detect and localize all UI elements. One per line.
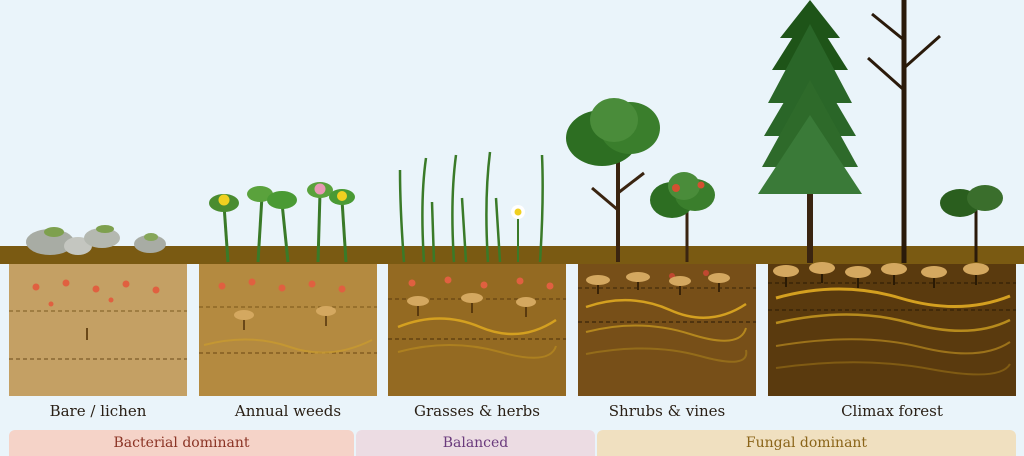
annual-weeds <box>209 182 355 263</box>
bacteria-dots-bare <box>32 279 160 307</box>
band-fungal-dominant: Fungal dominant <box>597 430 1016 456</box>
stage-label-shrubs-vines: Shrubs & vines <box>608 402 726 420</box>
fungal-hypha <box>585 347 748 363</box>
bare-deciduous-tree <box>867 0 941 263</box>
soil-panel-shrubs <box>578 264 756 396</box>
lichen-rocks <box>26 225 166 255</box>
fungal-hypha <box>775 361 1011 376</box>
stage-label-climax-forest: Climax forest <box>841 402 943 420</box>
stage-label-annual-weeds: Annual weeds <box>234 402 342 420</box>
band-bacterial-dominant: Bacterial dominant <box>9 430 354 456</box>
mushroom-cluster <box>234 306 336 330</box>
small-tree <box>940 185 1003 262</box>
fungal-hypha <box>775 313 1011 333</box>
mushroom-cluster <box>586 272 730 295</box>
stage-label-grasses-herbs: Grasses & herbs <box>414 402 540 420</box>
fungal-hypha <box>585 324 747 342</box>
fungal-hypha <box>397 317 557 336</box>
conifer-tree <box>758 0 862 263</box>
daisy-icon <box>511 205 525 262</box>
bacteria-dots-weeds <box>218 278 346 293</box>
mushroom-cluster <box>773 262 989 288</box>
shrub-tree <box>566 98 660 262</box>
flower-icon <box>337 191 347 201</box>
band-balanced: Balanced <box>356 430 595 456</box>
mushroom-cluster <box>407 293 536 317</box>
topsoil-strip <box>0 246 1024 264</box>
flower-icon <box>314 183 326 195</box>
fungal-hypha <box>585 299 747 319</box>
grass-blades <box>398 151 544 263</box>
flower-icon <box>218 194 230 206</box>
fungal-hypha <box>203 338 373 354</box>
bacteria-dots-grasses <box>408 276 554 290</box>
fungal-hypha <box>775 287 1011 309</box>
stage-label-bare-lichen: Bare / lichen <box>49 402 147 420</box>
fungal-hypha <box>397 344 557 359</box>
soil-panel-weeds <box>199 264 377 396</box>
fungal-hypha <box>775 338 1011 355</box>
berry-shrub <box>650 172 715 262</box>
